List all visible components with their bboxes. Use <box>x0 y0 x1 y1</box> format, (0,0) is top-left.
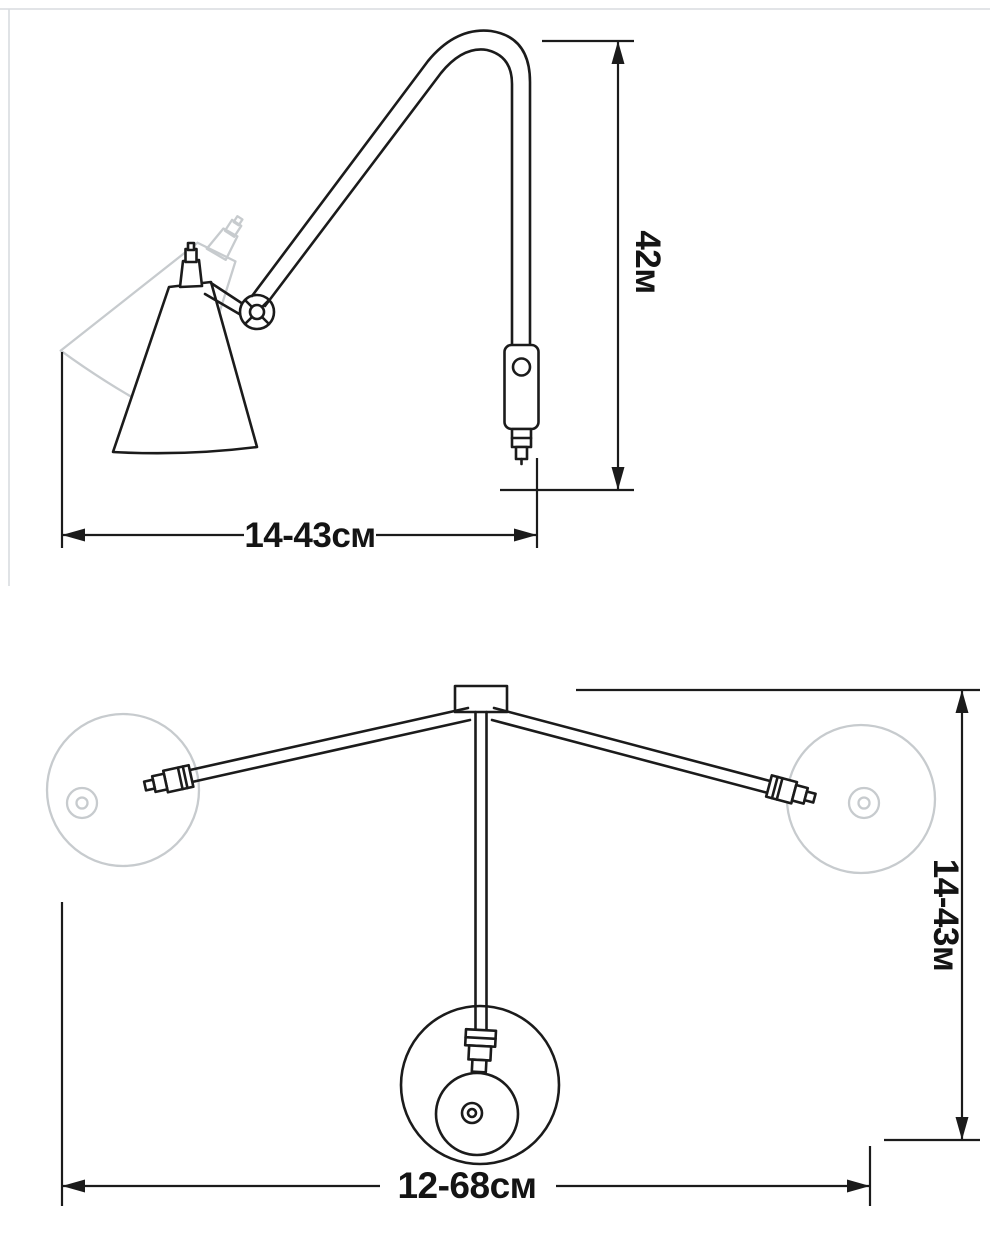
arrowhead-right <box>847 1179 870 1193</box>
arrowhead-up <box>611 41 625 64</box>
side-width-label: 14-43см <box>244 516 375 555</box>
arrowhead-down <box>611 467 625 490</box>
arm-left <box>142 706 472 794</box>
side-height-dimension: 42м <box>500 39 667 492</box>
wall-bracket <box>503 343 540 466</box>
arrowhead-left <box>62 528 85 542</box>
arrowhead-left <box>62 1179 85 1193</box>
lamp-shade <box>111 241 259 455</box>
plug-tip <box>514 445 529 461</box>
arm-left-connector <box>142 763 195 794</box>
front-width-dimension: 12-68см <box>60 902 872 1206</box>
shade-socket <box>178 258 204 289</box>
front-height-dimension: 14-43м <box>576 688 980 1142</box>
bracket-screw <box>511 357 532 377</box>
vertical-rod <box>474 710 488 1034</box>
rod-swivel-connector <box>463 1027 498 1074</box>
ghost-head-left <box>45 712 201 868</box>
wall-plate <box>399 1004 561 1166</box>
arrowhead-right <box>514 528 537 542</box>
wall-plate-screw <box>460 1101 484 1125</box>
arm-right-connector <box>764 774 817 805</box>
front-width-label: 12-68см <box>397 1165 536 1206</box>
arrowhead-down <box>955 1117 969 1140</box>
lamp-arm <box>250 29 532 347</box>
side-width-dimension: 14-43см <box>60 352 539 555</box>
page-frame <box>0 8 990 586</box>
side-view: 42м 14-43см <box>59 29 667 555</box>
arm-right <box>490 706 817 805</box>
side-height-label: 42м <box>628 230 667 293</box>
front-height-label: 14-43м <box>926 859 965 971</box>
front-view: 14-43м 12-68см <box>45 684 980 1206</box>
arrowhead-up <box>955 690 969 713</box>
